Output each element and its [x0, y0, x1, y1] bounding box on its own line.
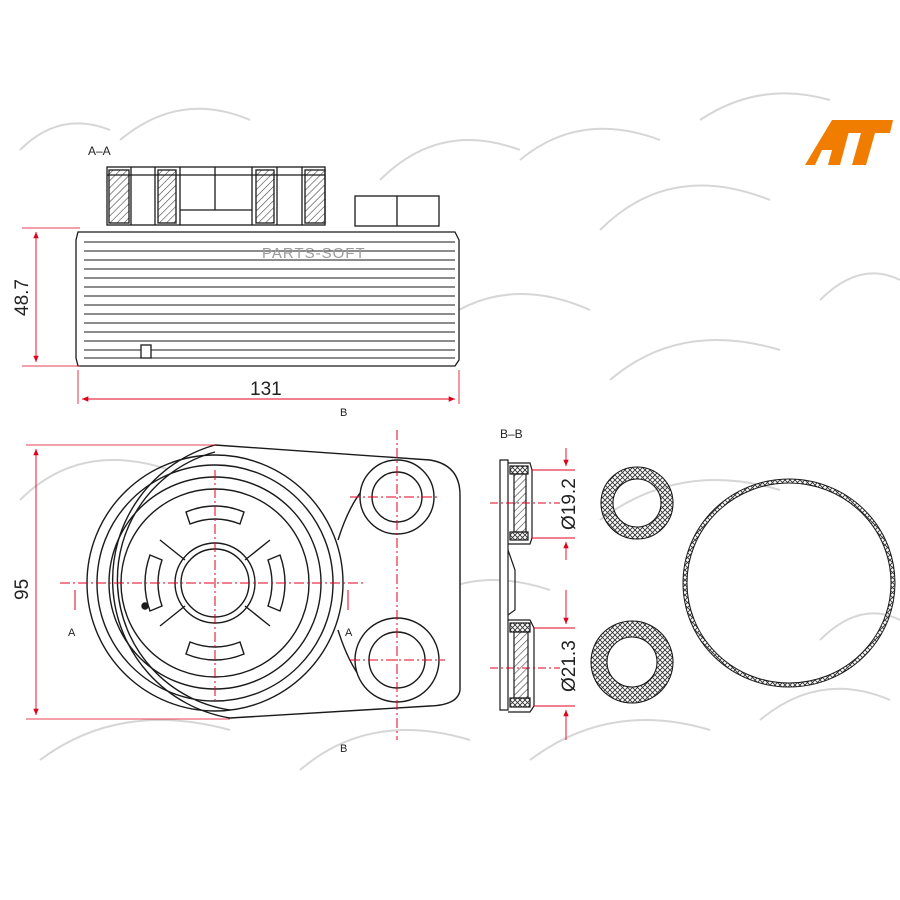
- section-label-b-bottom: B: [340, 743, 347, 755]
- plan-center-lines: [60, 430, 445, 740]
- dimension-95-lines: [26, 444, 230, 720]
- brand-logo: AT: [805, 120, 893, 165]
- watermark-text: PARTS-SOFT: [262, 245, 366, 262]
- bb-section-view: [499, 459, 535, 713]
- section-label-bb: B–B: [500, 427, 523, 441]
- dimension-height: 48.7: [12, 279, 33, 316]
- o-ring-large: [682, 478, 896, 688]
- side-view: [22, 166, 460, 404]
- section-label-a-right: A: [345, 627, 353, 639]
- o-ring-small: [600, 466, 674, 540]
- plan-view: [86, 444, 461, 719]
- section-label-b-top: B: [340, 407, 347, 419]
- bb-dimension-lines: [490, 448, 575, 740]
- o-ring-medium: [590, 620, 674, 704]
- dimension-port-small: Ø19.2: [559, 478, 580, 530]
- section-label-aa: A–A: [88, 144, 111, 158]
- dimension-port-large: Ø21.3: [559, 640, 580, 692]
- section-label-a-left: A: [68, 627, 76, 639]
- dimension-depth: 95: [12, 579, 33, 600]
- dimension-width: 131: [250, 379, 282, 400]
